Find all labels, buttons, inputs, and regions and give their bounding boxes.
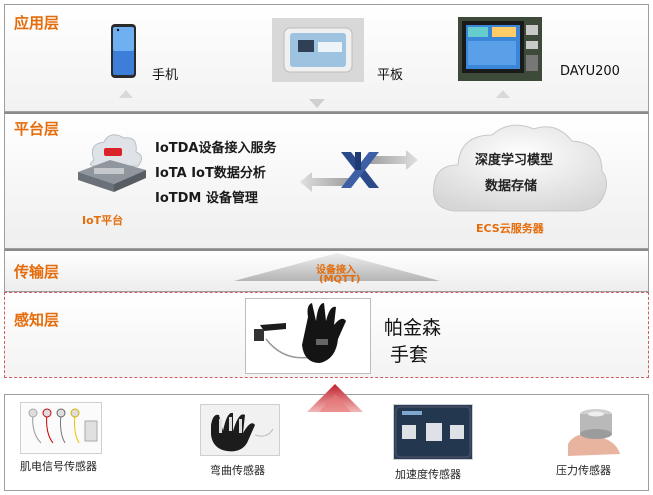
device-label-dayu200: DAYU200 — [560, 64, 620, 79]
cloud-text: 深度学习模型 数据存储 — [475, 148, 553, 200]
accelerometer-icon — [393, 404, 473, 460]
emg-electrode-icon — [20, 402, 102, 454]
transport-layer-title: 传输层 — [14, 263, 60, 281]
iot-platform-icon — [74, 126, 150, 196]
service-iotda: IoTDA设备接入服务 — [155, 141, 277, 156]
glove-line-1: 帕金森 — [384, 317, 442, 339]
sensor-label-accel: 加速度传感器 — [395, 468, 461, 481]
dev-board-icon — [458, 17, 542, 81]
transport-upload-arrow — [232, 251, 442, 283]
pressure-sensor-icon — [566, 400, 622, 458]
application-layer-title: 应用层 — [14, 14, 60, 32]
sensor-label-emg: 肌电信号传感器 — [20, 460, 97, 473]
parkinson-glove-label: 帕金森 手套 — [384, 315, 441, 369]
up-arrow-marker — [119, 90, 133, 98]
platform-layer-title: 平台层 — [14, 120, 60, 138]
iot-services-list: IoTDA设备接入服务 IoTA IoT数据分析 IoTDM 设备管理 — [155, 136, 277, 211]
cloud-line-storage: 数据存储 — [485, 179, 538, 194]
parkinson-glove-photo — [245, 298, 371, 374]
flex-glove-icon — [200, 404, 280, 456]
glove-line-2: 手套 — [390, 344, 429, 366]
up-arrow-marker — [496, 90, 510, 98]
ecs-label: ECS云服务器 — [476, 222, 544, 235]
down-arrow-marker — [309, 99, 325, 108]
transport-label-mqtt: (MQTT) — [319, 274, 361, 285]
bidirectional-arrow — [298, 145, 420, 197]
sensor-label-flex: 弯曲传感器 — [210, 464, 265, 477]
tablet-icon — [272, 18, 364, 82]
service-iotdm: IoTDM 设备管理 — [155, 191, 258, 206]
transport-label-device-access: 设备接入 — [316, 265, 356, 276]
service-iota: IoTA IoT数据分析 — [155, 166, 266, 181]
cloud-server-icon — [426, 119, 612, 219]
sensor-label-pressure: 压力传感器 — [556, 464, 611, 477]
device-label-phone: 手机 — [152, 68, 179, 83]
sensing-layer-title: 感知层 — [14, 311, 60, 329]
sensor-upload-arrow — [305, 382, 365, 414]
smartphone-icon — [110, 23, 137, 79]
connect-logo-icon — [337, 148, 383, 192]
iot-platform-label: IoT平台 — [82, 214, 124, 227]
device-label-tablet: 平板 — [377, 68, 404, 83]
cloud-line-model: 深度学习模型 — [475, 153, 554, 168]
